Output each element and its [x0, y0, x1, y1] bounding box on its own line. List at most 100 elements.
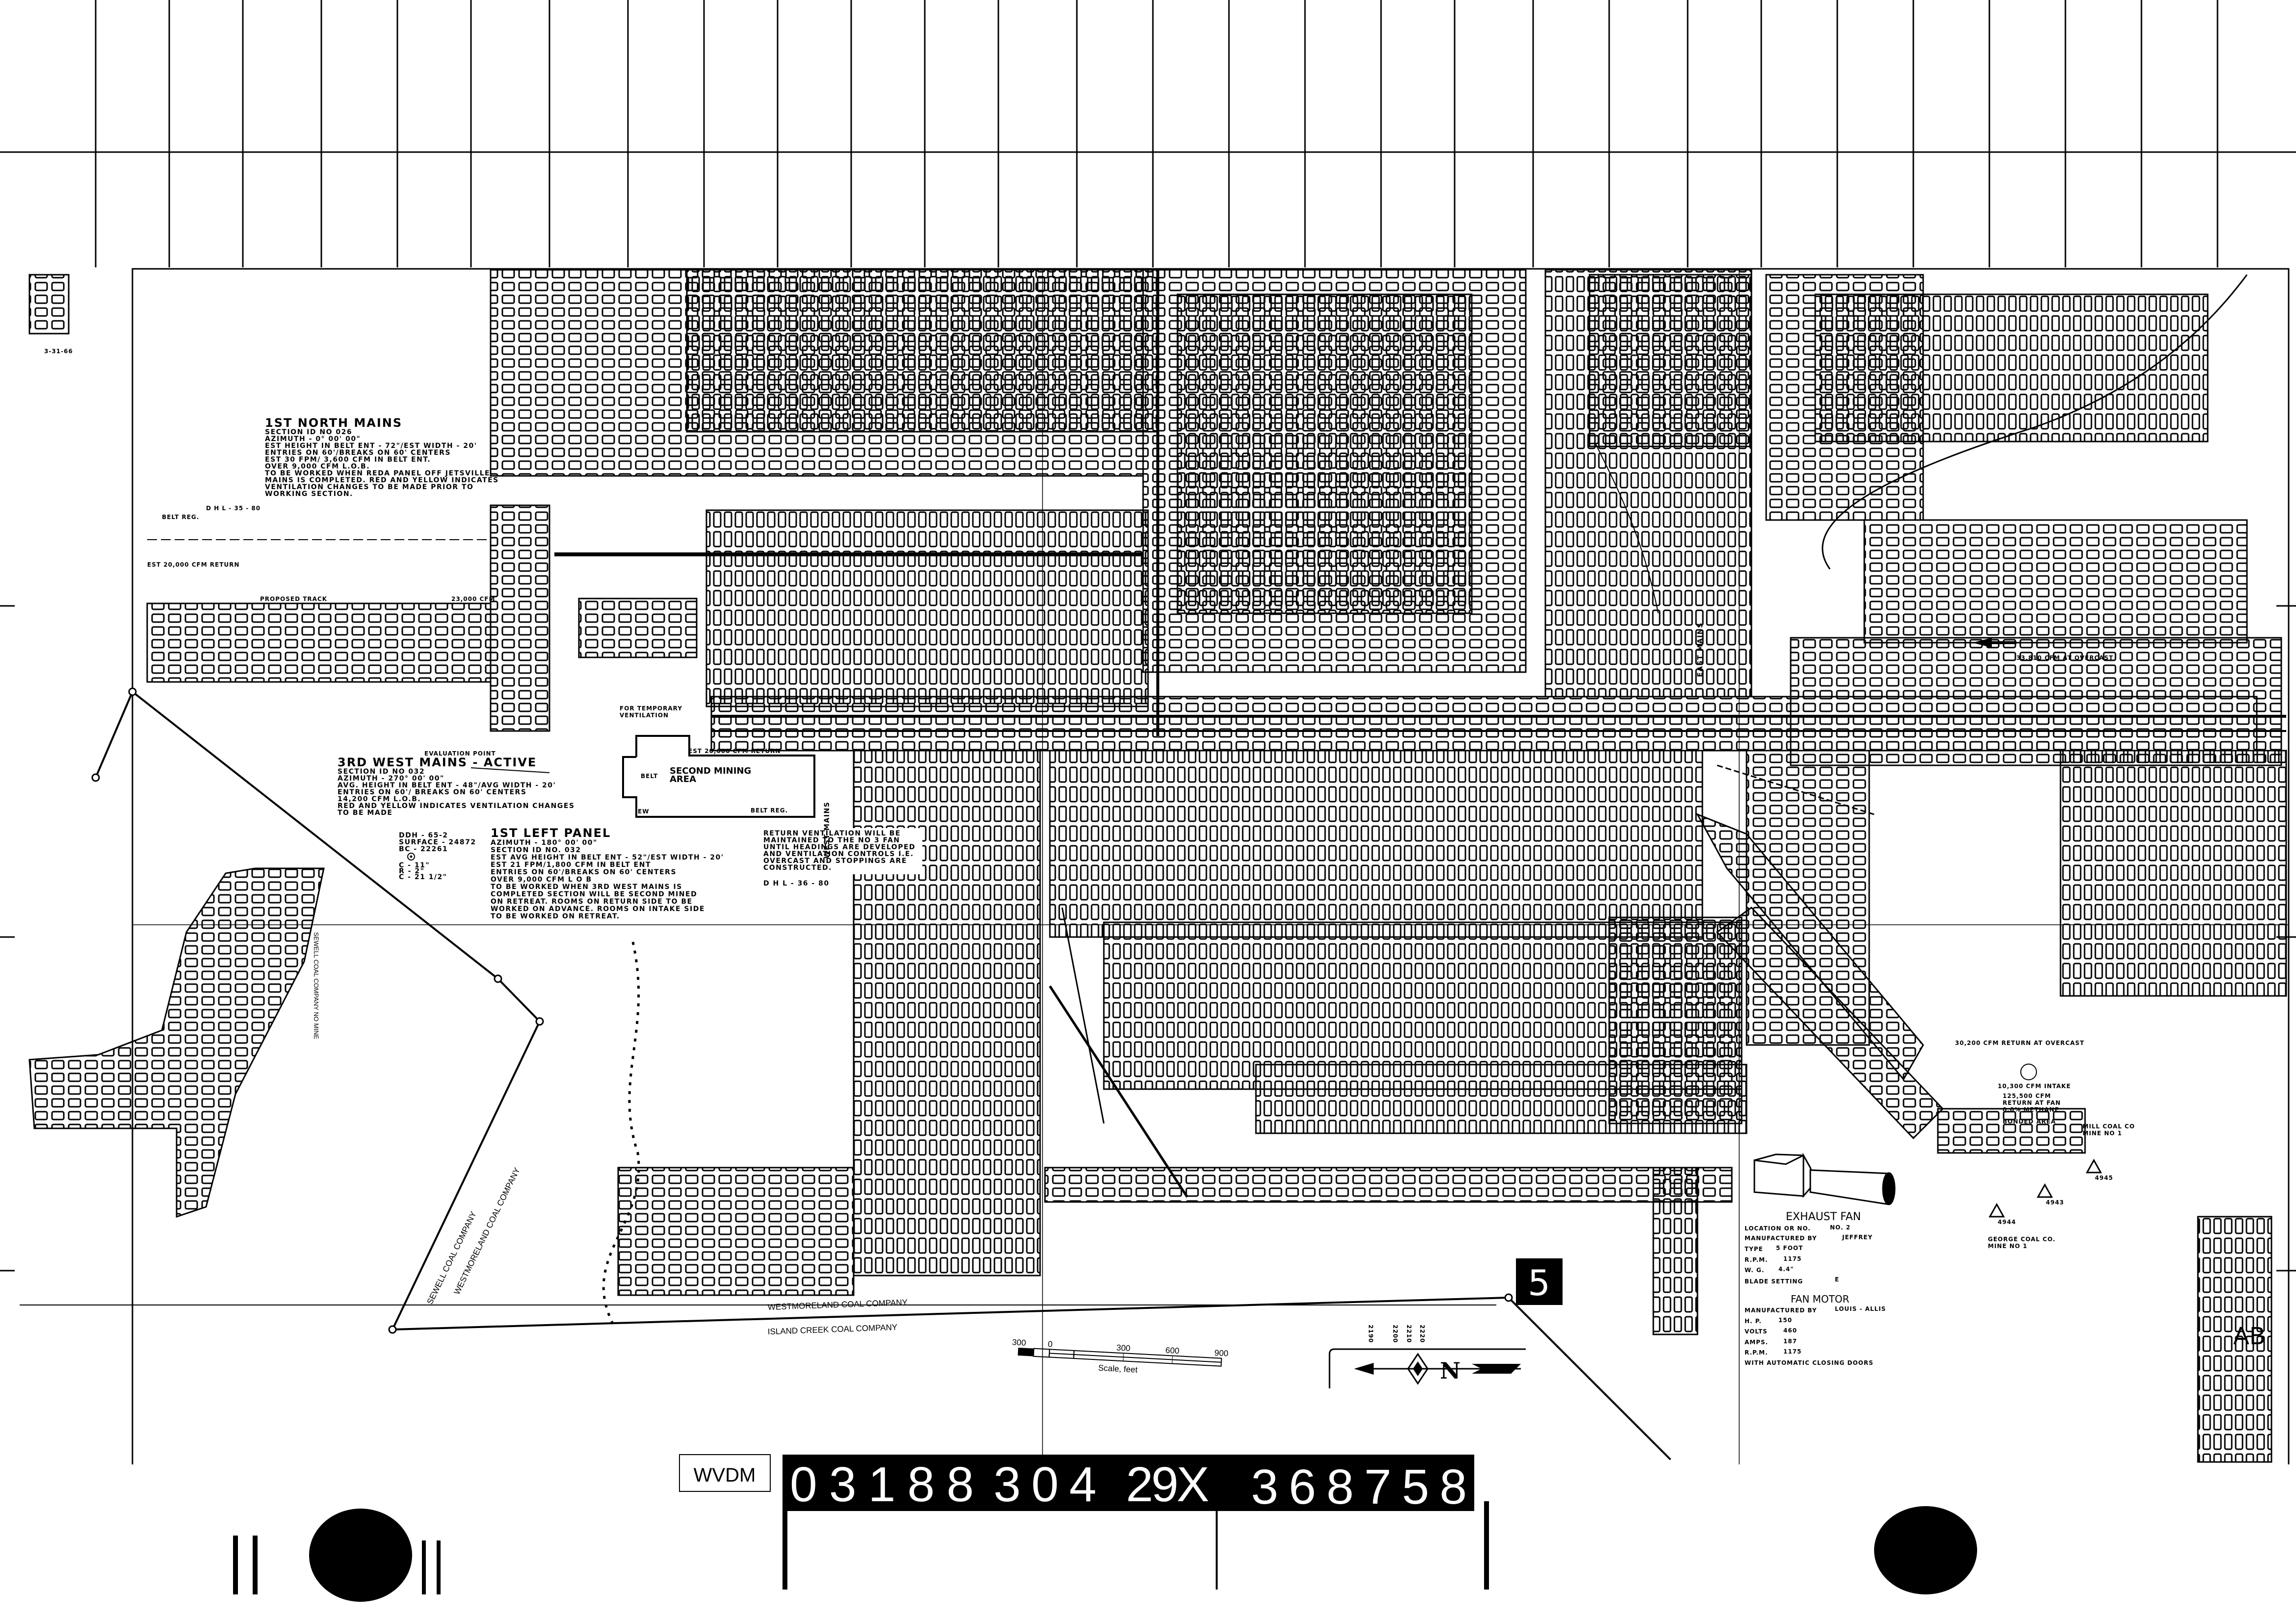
north-mains-note: 1ST NORTH MAINS SECTION ID NO 026 AZIMUT… — [265, 416, 498, 498]
left-panel-lines-4-text: ENTRIES ON 60'/BREAKS ON 60' CENTERS — [491, 868, 677, 876]
fan-motor-rows-3-0-text: AMPS. — [1745, 1339, 1768, 1346]
second-mining-belt-text: BELT — [641, 773, 658, 780]
borehole-lines-2-text: BC - 22261 — [399, 845, 448, 853]
borehole-lines-3-text: C - 11" — [399, 861, 430, 869]
fan-symbol-icon — [2020, 1064, 2037, 1080]
north-mains-line: ENTRIES ON 60'/BREAKS ON 60' CENTERS — [265, 449, 451, 457]
second-mining-return-text: EST 20,000 CFM RETURN — [688, 748, 781, 755]
misc-labels-mill-0-text: MILL COAL CO — [2083, 1123, 2135, 1130]
scan-artifacts — [233, 1506, 1977, 1602]
west-mains-lines-1-text: AZIMUTH - 270° 00' 00" — [338, 775, 444, 782]
misc-labels-contours-0-text: 2190 — [1367, 1325, 1374, 1343]
north-mains-title-text: 1ST NORTH MAINS — [265, 416, 402, 430]
second-mining-ew-text: EW — [638, 808, 649, 815]
misc-labels-belt-reg-left-text: BELT REG. — [162, 514, 199, 521]
west-mains-lines-0-text: SECTION ID NO 032 — [338, 768, 425, 776]
left-panel-lines-5-text: OVER 9,000 CFM L O B — [491, 876, 592, 884]
fan-motor-rows-3-1-text: 187 — [1783, 1338, 1797, 1345]
exhaust-fan-rows-5-0-text: BLADE SETTING — [1745, 1278, 1803, 1285]
misc-labels-cfm-33810-text: 33,810 CFM AT OVERCAST — [2016, 654, 2113, 661]
misc-labels-mill-1-text: MINE NO 1 — [2083, 1130, 2122, 1137]
misc-labels-fan-return-0-text: 125,500 CFM — [2003, 1093, 2051, 1099]
left-panel-lines-8-text: ON RETREAT. ROOMS ON RETURN SIDE TO BE — [491, 898, 693, 906]
return-vent-lines-4-text: OVERCAST AND STOPPINGS ARE — [763, 857, 907, 865]
station-marker-icon: 4943 — [2036, 1183, 2063, 1206]
misc-labels-dh-top-text: D H L - 35 - 80 — [206, 505, 261, 512]
west-mains-title-text: 3RD WEST MAINS - ACTIVE — [338, 756, 537, 769]
exhaust-fan-rows-2-0-text: TYPE — [1745, 1246, 1763, 1252]
top-grid — [0, 0, 2296, 1272]
borehole-lines-1-text: SURFACE - 24872 — [399, 838, 476, 846]
scale-ticks-4-text: 900 — [1214, 1348, 1228, 1358]
fan-motor-rows-1-0-text: H. P. — [1745, 1318, 1762, 1325]
north-mains-line: SECTION ID NO 026 — [265, 428, 352, 436]
fan-motor-rows-2-0-text: VOLTS — [1745, 1328, 1768, 1335]
second-mining-temp-0-text: FOR TEMPORARY — [620, 705, 682, 712]
misc-labels-fan-return-2-text: 0.0% METHANE — [2003, 1106, 2059, 1113]
svg-text:N: N — [1440, 1357, 1461, 1384]
exhaust-fan-rows-4-1-text: 4.4" — [1778, 1266, 1794, 1273]
misc-labels-west-mains-v-text: WEST MAINS — [823, 802, 831, 859]
west-mains-pre-text: EVALUATION POINT — [424, 750, 496, 757]
misc-labels-stations-0-text: 4945 — [2095, 1174, 2113, 1181]
borehole-lines-4-text: R - 2" — [399, 867, 424, 875]
left-panel-title-text: 1ST LEFT PANEL — [491, 826, 611, 840]
exhaust-fan-rows-2-1-text: 5 FOOT — [1776, 1245, 1803, 1252]
exhaust-fan-rows-5-1-text: E — [1835, 1276, 1839, 1283]
west-mains-lines-4-text: 14,200 CFM L.O.B. — [338, 795, 421, 803]
exhaust-fan-icon — [1753, 1152, 1896, 1205]
misc-labels-george-1-text: MINE NO 1 — [1988, 1243, 2028, 1250]
fan-motor-rows-4-0-text: R.P.M. — [1745, 1349, 1768, 1356]
misc-labels-george-0-text: GEORGE COAL CO. — [1988, 1236, 2056, 1243]
property-corner-markers — [91, 687, 1513, 1334]
left-panel-lines-2-text: EST AVG HEIGHT IN BELT ENT - 52"/EST WID… — [491, 854, 724, 861]
companies-westmoreland-text: WESTMORELAND COAL COMPANY — [767, 1298, 908, 1312]
left-panel-lines-9-text: WORKED ON ADVANCE. ROOMS ON INTAKE SIDE — [491, 905, 705, 913]
exhaust-fan-rows-0-1-text: NO. 2 — [1830, 1224, 1851, 1231]
left-panel-lines-7-text: COMPLETED SECTION WILL BE SECOND MINED — [491, 890, 697, 898]
misc-labels-cfm-23000-text: 23,000 CFM — [451, 596, 495, 602]
exhaust-fan-rows-0-0-text: LOCATION OR NO. — [1745, 1225, 1811, 1232]
west-mains-lines-6-text: TO BE MADE — [338, 809, 392, 817]
left-panel-lines-1-text: SECTION ID NO. 032 — [491, 846, 581, 854]
north-mains-line: AZIMUTH - 0° 00' 00" — [265, 435, 361, 443]
scale-ticks-2-text: 300 — [1116, 1343, 1130, 1353]
north-arrow-icon: N — [1329, 1348, 1526, 1388]
north-mains-line: VENTILATION CHANGES TO BE MADE PRIOR TO — [265, 483, 473, 491]
companies-sewell-nomine-text: SEWELL COAL COMPANY NO MINE — [313, 932, 320, 1039]
exhaust-fan-rows-3-1-text: 1175 — [1783, 1255, 1801, 1262]
left-panel-lines-6-text: TO BE WORKED WHEN 3RD WEST MAINS IS — [491, 883, 682, 891]
left-panel-note: 1ST LEFT PANEL AZIMUTH - 180° 00' 00" SE… — [491, 826, 724, 920]
fan-motor-footer-text: WITH AUTOMATIC CLOSING DOORS — [1745, 1359, 1874, 1366]
misc-labels-fan-return-1-text: RETURN AT FAN — [2003, 1099, 2061, 1106]
left-panel-lines-0-text: AZIMUTH - 180° 00' 00" — [491, 839, 598, 847]
misc-labels-est-return-left-text: EST 20,000 CFM RETURN — [147, 561, 239, 568]
return-vent-lines-2-text: UNTIL HEADINGS ARE DEVELOPED — [763, 843, 915, 851]
return-vent-lines-5-text: CONSTRUCTED. — [763, 864, 832, 872]
ab-label: AB — [2233, 1323, 2266, 1350]
misc-labels-date-tl-text: 3-31-66 — [44, 348, 73, 355]
misc-labels-contours-1-text: 2200 — [1392, 1325, 1399, 1343]
scale-ticks-0-text: 300 — [1012, 1337, 1026, 1347]
north-mains-line: OVER 9,000 CFM L.O.B. — [265, 463, 370, 470]
north-mains-line: EST HEIGHT IN BELT ENT - 72"/EST WIDTH -… — [265, 442, 477, 450]
misc-labels-bonded-text: BONDED AREA — [2003, 1118, 2056, 1125]
exhaust-fan-title-text: EXHAUST FAN — [1786, 1211, 1861, 1223]
west-mains-lines-5-text: RED AND YELLOW INDICATES VENTILATION CHA… — [338, 802, 574, 810]
misc-labels-contours-3-text: 2220 — [1419, 1325, 1426, 1343]
second-mining-belt-reg-text: BELT REG. — [751, 807, 788, 814]
left-panel-lines-10-text: TO BE WORKED ON RETREAT. — [491, 913, 620, 920]
station-marker-icon: 4945 — [2086, 1158, 2113, 1181]
borehole-icon — [407, 853, 415, 861]
exhaust-fan-rows-1-1-text: JEFFREY — [1842, 1234, 1873, 1241]
west-mains-lines-3-text: ENTRIES ON 60'/ BREAKS ON 60' CENTERS — [338, 788, 526, 796]
return-ventilation-note: RETURN VENTILATION WILL BE MAINTAINED TO… — [760, 828, 922, 888]
fan-motor-title-text: FAN MOTOR — [1791, 1293, 1850, 1305]
return-vent-lines-3-text: AND VENTILATION CONTROLS I.E. — [763, 850, 914, 858]
fan-motor-rows-1-1-text: 150 — [1778, 1317, 1792, 1324]
return-vent-lines-1-text: MAINTAINED TO THE NO 3 FAN — [763, 836, 900, 844]
exhaust-fan-rows-3-0-text: R.P.M. — [1745, 1256, 1768, 1263]
north-mains-line: WORKING SECTION. — [265, 490, 353, 498]
fan-motor-rows-4-1-text: 1175 — [1783, 1348, 1801, 1355]
